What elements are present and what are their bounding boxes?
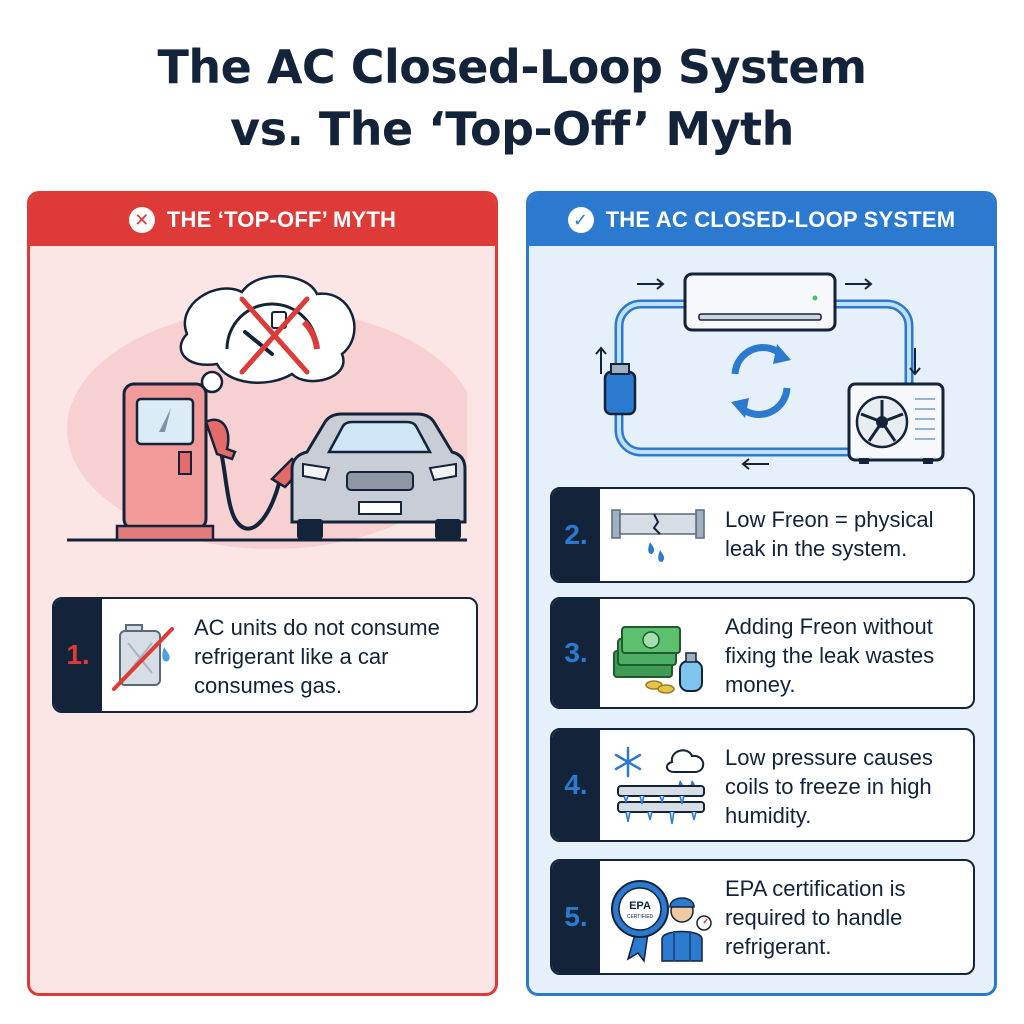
system-card-text: Low Freon = physical leak in the system. bbox=[725, 507, 934, 561]
system-card-text: Low pressure causes coils to freeze in h… bbox=[725, 745, 933, 828]
epa-technician-icon: EPA CERTIFIED bbox=[611, 880, 712, 963]
myth-panel: ✕ THE ‘TOP-OFF’ MYTH 1. bbox=[27, 191, 498, 996]
system-panel: ✓ THE AC CLOSED-LOOP SYSTEM bbox=[526, 191, 997, 996]
system-card-number: 2. bbox=[552, 489, 600, 581]
system-card-text: Adding Freon without fixing the leak was… bbox=[725, 614, 935, 697]
closed-loop-diagram bbox=[595, 272, 945, 470]
epa-badge-sublabel: CERTIFIED bbox=[627, 914, 654, 920]
system-card-number: 5. bbox=[552, 861, 600, 973]
check-circle-icon: ✓ bbox=[567, 207, 594, 233]
title-line-2: vs. The ‘Top-Off’ Myth bbox=[230, 102, 794, 156]
myth-panel-title: THE ‘TOP-OFF’ MYTH bbox=[166, 207, 397, 232]
system-card-number: 4. bbox=[552, 730, 600, 840]
x-circle-icon: ✕ bbox=[128, 207, 155, 233]
system-card-2: 2. Low Freon = physical leak in the syst… bbox=[550, 487, 975, 583]
myth-card-number: 1. bbox=[54, 599, 102, 711]
empty-gas-can-icon bbox=[112, 624, 174, 691]
frozen-coil-icon bbox=[614, 746, 705, 825]
leaking-pipe-icon bbox=[611, 509, 705, 562]
myth-panel-header: ✕ THE ‘TOP-OFF’ MYTH bbox=[30, 194, 495, 246]
system-panel-header: ✓ THE AC CLOSED-LOOP SYSTEM bbox=[529, 194, 994, 246]
system-card-5: 5. EPA CERTIFIED EPA certification is re… bbox=[550, 859, 975, 975]
myth-card-text: AC units do not consume refrigerant like… bbox=[194, 615, 440, 698]
money-and-tank-icon bbox=[613, 626, 703, 694]
system-card-text: EPA certification is required to handle … bbox=[725, 876, 906, 959]
system-panel-title: THE AC CLOSED-LOOP SYSTEM bbox=[605, 207, 956, 232]
system-card-4: 4. Low pressure causes coils to freeze i… bbox=[550, 728, 975, 842]
system-card-3: 3. Adding Freon without fixing the leak … bbox=[550, 597, 975, 709]
page-title: The AC Closed-Loop System vs. The ‘Top-O… bbox=[0, 36, 1024, 160]
gas-pump-car-illustration bbox=[67, 274, 467, 549]
myth-card: 1. AC units do not consume refrigerant l… bbox=[52, 597, 478, 713]
epa-badge-label: EPA bbox=[629, 900, 651, 912]
system-card-number: 3. bbox=[552, 599, 600, 707]
title-line-1: The AC Closed-Loop System bbox=[157, 40, 867, 94]
